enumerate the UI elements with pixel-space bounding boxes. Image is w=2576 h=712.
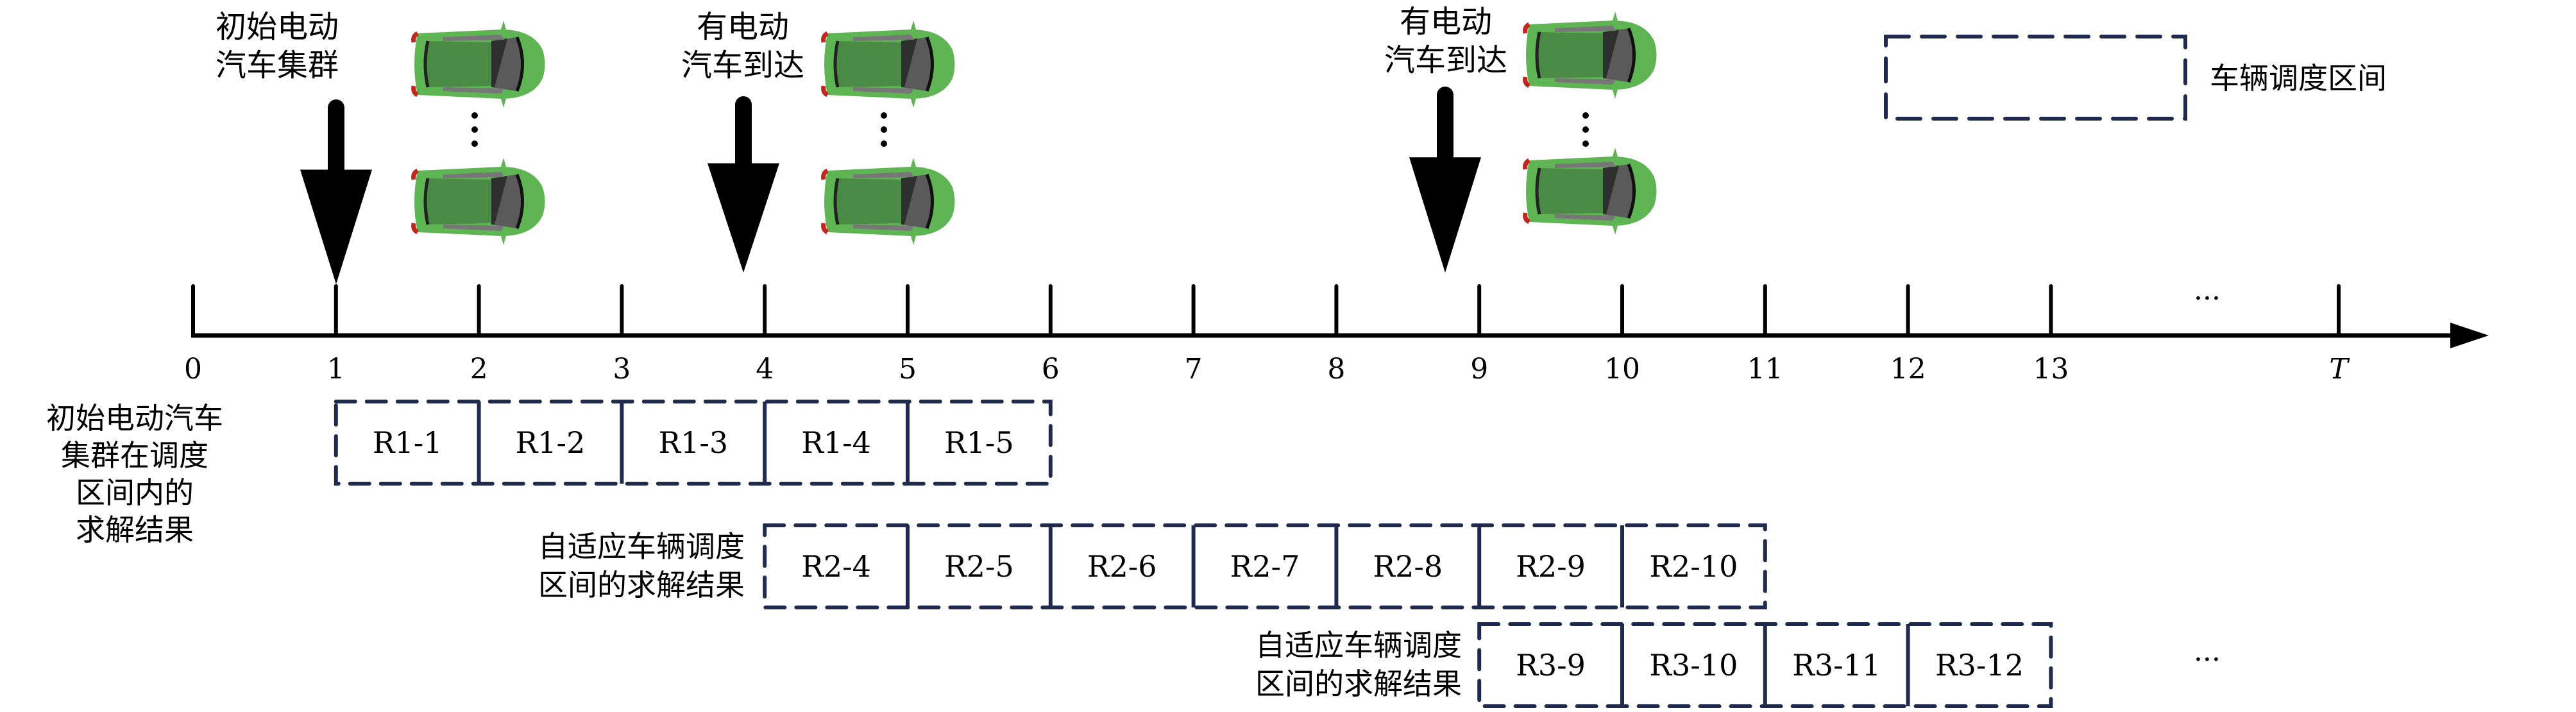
interval-result-cell: R1-5 [944, 425, 1014, 460]
row-ellipsis: ··· [2194, 643, 2221, 676]
axis-tick-label: 9 [1470, 353, 1488, 386]
row-label-line: 自适应车辆调度 [1255, 628, 1462, 663]
row-label-line: 自适应车辆调度 [538, 529, 745, 564]
axis-tick-label: 7 [1185, 353, 1203, 386]
interval-result-cell: R1-1 [373, 425, 443, 460]
axis-tick-label: 10 [1604, 353, 1640, 386]
axis-arrowhead-icon [2450, 323, 2489, 348]
interval-result-cell: R1-2 [516, 425, 586, 460]
down-arrow-icon [300, 99, 372, 284]
down-arrow-icon [708, 96, 779, 273]
ellipsis-dot [1582, 140, 1589, 147]
electric-car-icon [824, 158, 955, 245]
event-label-line1: 有电动 [697, 9, 789, 45]
axis-tick-label: 1 [327, 353, 345, 386]
interval-result-cell: R3-11 [1792, 648, 1881, 682]
ellipsis-dot [881, 140, 887, 147]
event-label-line2: 汽车集群 [216, 47, 339, 83]
electric-car-icon [1525, 12, 1657, 99]
interval-group-box [334, 400, 1053, 486]
axis-tick-label: 5 [899, 353, 917, 386]
axis-tick-label: 12 [1890, 353, 1926, 386]
interval-result-cell: R1-4 [801, 425, 871, 460]
legend-label: 车辆调度区间 [2210, 61, 2387, 96]
interval-result-cell: R2-5 [944, 549, 1014, 584]
ellipsis-dot [471, 112, 478, 119]
ellipsis-dot [471, 126, 478, 133]
time-axis [191, 323, 2489, 348]
axis-tick-label: 4 [756, 353, 774, 386]
electric-car-icon [414, 158, 545, 245]
event-label-line1: 初始电动 [216, 9, 339, 45]
interval-result-cell: R2-10 [1649, 549, 1738, 584]
interval-result-cell: R1-3 [658, 425, 728, 460]
legend-dashed-box [1884, 35, 2187, 121]
axis-tick-label: 3 [613, 353, 631, 386]
interval-result-cell: R2-9 [1516, 549, 1586, 584]
row-label-line: 求解结果 [76, 513, 194, 547]
ellipsis-dot [881, 126, 887, 133]
axis-tick-label: 11 [1747, 353, 1783, 386]
axis-tick-label: 0 [184, 353, 202, 386]
row-label-line: 初始电动汽车 [46, 401, 223, 436]
axis-tick-label: T [2329, 353, 2350, 386]
event-label-line2: 汽车到达 [1384, 42, 1507, 78]
interval-result-cell: R2-7 [1230, 549, 1300, 584]
interval-result-cell: R2-6 [1087, 549, 1157, 584]
electric-car-icon [1525, 148, 1657, 235]
axis-tick-label: 2 [470, 353, 488, 386]
axis-tick-label: 13 [2033, 353, 2069, 386]
interval-result-cell: R3-12 [1935, 648, 2024, 682]
interval-group-box [763, 523, 1767, 609]
axis-ellipsis: ··· [2194, 282, 2221, 315]
axis-tick-label: 8 [1327, 353, 1345, 386]
interval-result-cell: R3-10 [1649, 648, 1738, 682]
ellipsis-dot [471, 140, 478, 147]
axis-tick-label: 6 [1042, 353, 1060, 386]
event-label-line1: 有电动 [1400, 4, 1492, 40]
interval-result-cell: R3-9 [1516, 648, 1586, 682]
event-label-line2: 汽车到达 [681, 47, 804, 83]
ellipsis-dot [1582, 126, 1589, 133]
row-label-line: 区间内的 [76, 475, 194, 510]
interval-result-cell: R2-8 [1373, 549, 1443, 584]
ellipsis-dot [881, 112, 887, 119]
ellipsis-dot [1582, 112, 1589, 119]
electric-car-icon [414, 21, 545, 108]
down-arrow-icon [1409, 87, 1481, 273]
row-label-line: 集群在调度 [61, 438, 208, 473]
row-label-line: 区间的求解结果 [1255, 666, 1462, 701]
interval-result-cell: R2-4 [801, 549, 871, 584]
row-label-line: 区间的求解结果 [538, 568, 745, 602]
electric-car-icon [824, 21, 955, 108]
legend: 车辆调度区间 [1884, 35, 2387, 121]
